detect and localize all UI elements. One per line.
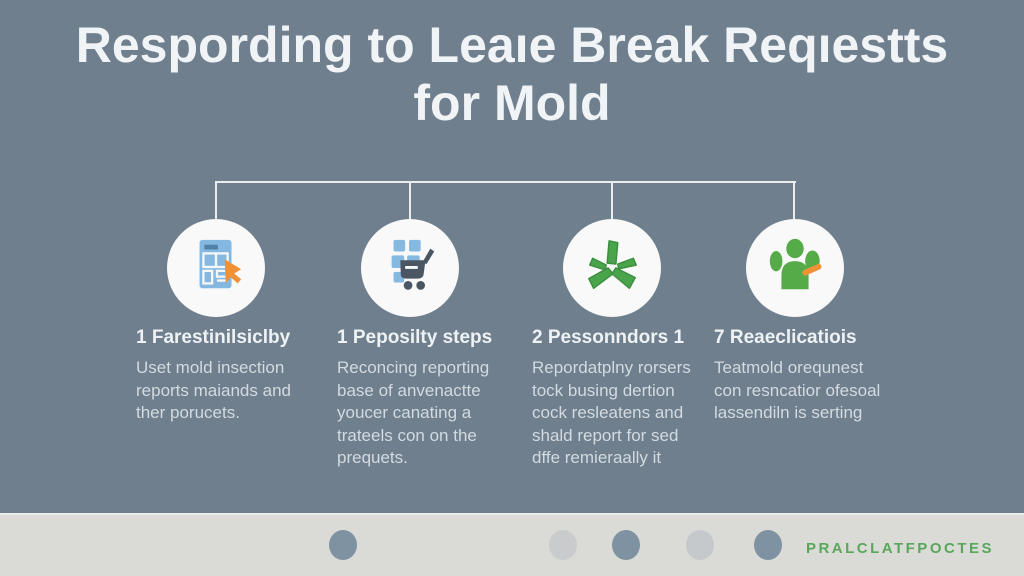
connector-vertical-line: [611, 181, 613, 220]
step-column-1: 1 Farestinilsiclby Uset mold insection r…: [136, 326, 336, 425]
footer-dot: [686, 530, 714, 560]
step-line: dffe remieraally it: [532, 448, 662, 467]
step-line: Teatmold orequnest: [714, 358, 864, 377]
step-line: con resncatior ofesoal: [714, 380, 881, 400]
connector-horizontal-line: [215, 181, 796, 183]
footer-dot: [549, 530, 577, 560]
step-circle-4: [746, 219, 844, 317]
step-line: tock busing dertion: [532, 380, 675, 400]
step-heading: 7 Reaeclicatiois: [714, 327, 857, 348]
connector-vertical-line: [793, 181, 795, 220]
step-column-4: 7 Reaeclicatiois Teatmold orequnest con …: [714, 326, 914, 425]
step-line: youcer canating a: [337, 403, 472, 422]
step-line: trateels con on the: [337, 425, 477, 445]
page-title: Respording to Leaıe Break Reqıestts for …: [0, 16, 1024, 132]
footer-bar: PRALCLATFPOCTES: [0, 513, 1024, 576]
step-line: lassendiln is serting: [714, 403, 863, 422]
footer-dot: [329, 530, 357, 560]
form-cursor-icon: [185, 235, 247, 302]
title-line-2: for Mold: [413, 75, 611, 131]
step-line: prequets.: [337, 448, 408, 467]
step-line: cock resleatens and: [532, 403, 684, 422]
step-line: Repordatplny rorsers: [532, 358, 691, 377]
step-line: ther porucets.: [136, 403, 240, 422]
step-heading: 2 Pessonndors 1: [532, 327, 685, 348]
step-heading: 1 Farestinilsiclby: [136, 327, 291, 348]
step-line: Uset mold insection: [136, 358, 285, 377]
connector-vertical-line: [215, 181, 217, 220]
grid-cart-icon: [379, 235, 441, 302]
step-line: shald report for sed: [532, 425, 679, 445]
step-circle-2: [361, 219, 459, 317]
step-line: base of anvenactte: [337, 380, 481, 400]
step-line: Reconcing reporting: [337, 358, 490, 377]
step-column-3: 2 Pessonndors 1 Repordatplny rorsers toc…: [532, 326, 732, 470]
step-heading: 1 Peposilty steps: [337, 327, 493, 348]
branch-icon: [581, 235, 643, 302]
step-circle-1: [167, 219, 265, 317]
footer-dot: [754, 530, 782, 560]
step-line: reports maiands and: [136, 380, 291, 400]
step-column-2: 1 Peposilty steps Reconcing reporting ba…: [337, 326, 537, 470]
people-pen-icon: [764, 235, 826, 302]
title-line-1: Respording to Leaıe Break Reqıestts: [75, 17, 949, 73]
brand-text: PRALCLATFPOCTES: [805, 540, 994, 557]
connector-vertical-line: [409, 181, 411, 220]
footer-dot: [612, 530, 640, 560]
step-circle-3: [563, 219, 661, 317]
